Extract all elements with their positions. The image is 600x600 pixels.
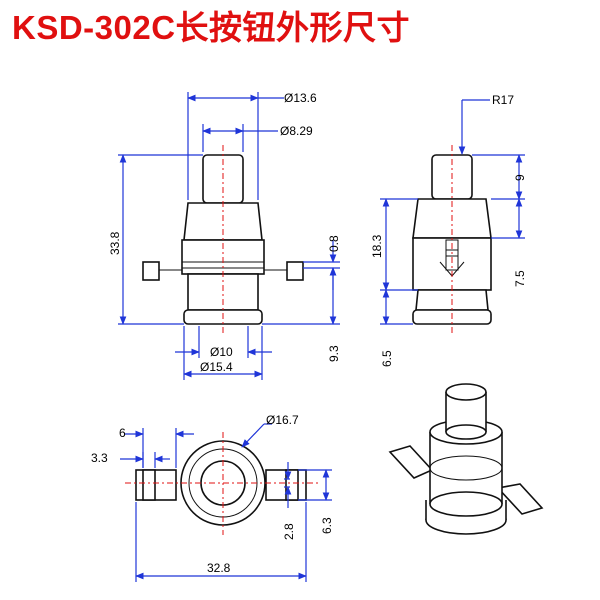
iso-button-top — [445, 383, 487, 401]
dim-front-d10: Ø10 — [210, 345, 233, 359]
page-title: KSD-302C长按钮外形尺寸 — [12, 9, 411, 46]
dim-side-18-3: 18.3 — [370, 234, 384, 258]
dim-top-3-3: 3.3 — [91, 451, 108, 465]
dim-front-9-3: 9.3 — [327, 345, 341, 362]
iso-terminal-right — [496, 483, 544, 515]
dim-front-d13-6: Ø13.6 — [284, 91, 317, 105]
iso-terminal-left — [388, 445, 434, 479]
iso-body-bottom — [429, 491, 503, 517]
front-terminal-left — [142, 261, 160, 281]
side-view: R17 9 7.5 18.3 6.5 — [370, 93, 527, 367]
top-terminal-left — [142, 469, 156, 501]
dim-top-32-8: 32.8 — [207, 561, 231, 575]
dim-top-6-3: 6.3 — [320, 517, 334, 534]
dim-side-7-5: 7.5 — [513, 270, 527, 287]
dim-front-33-8: 33.8 — [108, 231, 122, 255]
dim-top-2-8: 2.8 — [282, 523, 296, 540]
top-view: Ø16.7 6 3.3 2.8 6.3 32.8 — [91, 413, 334, 582]
dim-top-6: 6 — [119, 426, 126, 440]
dim-side-9: 9 — [513, 174, 527, 181]
dim-top-d16-7: Ø16.7 — [266, 413, 299, 427]
dim-front-d8-29: Ø8.29 — [280, 124, 313, 138]
front-terminal-right — [286, 261, 304, 281]
dim-front-d15-4: Ø15.4 — [200, 360, 233, 374]
dim-side-6-5: 6.5 — [380, 350, 394, 367]
dim-side-r17: R17 — [492, 93, 514, 107]
front-view: Ø13.6 Ø8.29 33.8 0.8 9.3 Ø10 Ø15.4 — [108, 91, 341, 380]
isometric-view — [388, 383, 544, 535]
dim-front-0-8: 0.8 — [327, 235, 341, 252]
top-tab-left — [135, 469, 177, 501]
